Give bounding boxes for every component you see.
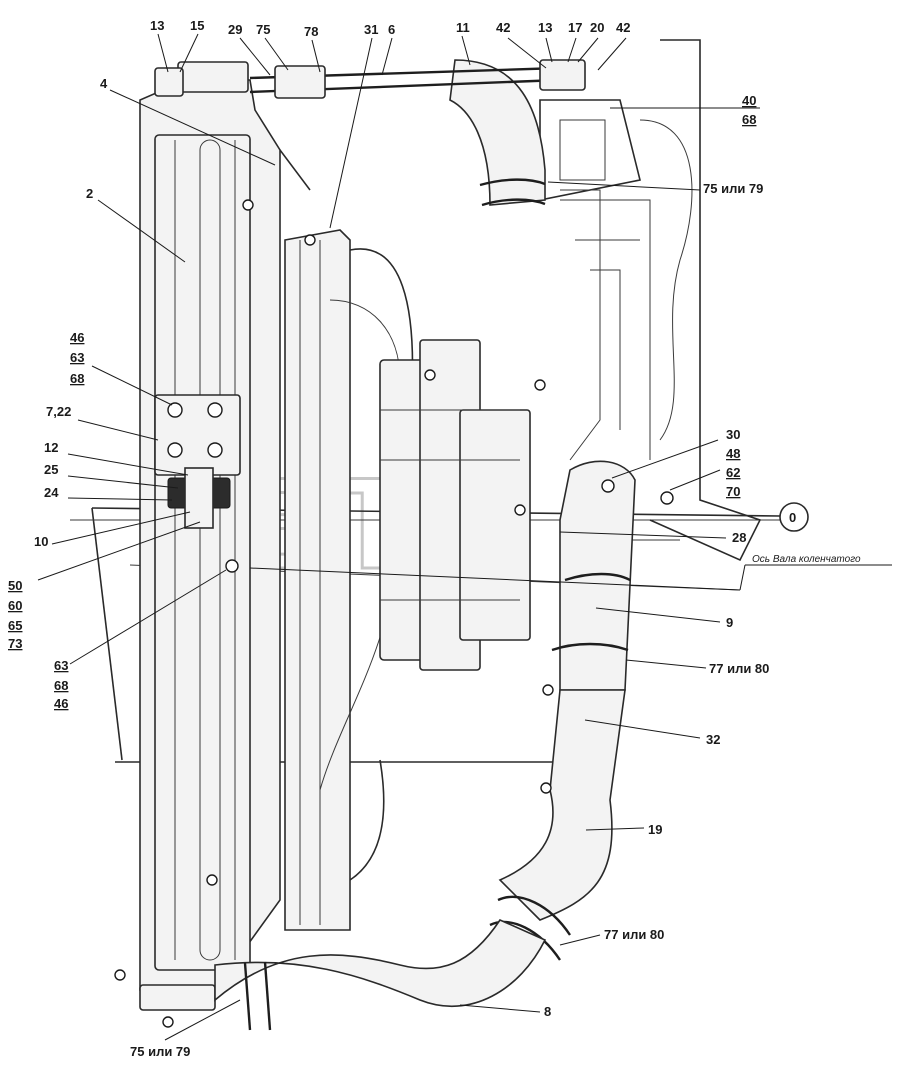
label-31: 31 [364, 22, 378, 37]
label-crankshaft-axis: Ось Вала коленчатого [752, 554, 861, 565]
label-46b: 46 [54, 696, 68, 711]
label-68c: 68 [54, 678, 68, 693]
label-32: 32 [706, 732, 720, 747]
label-48: 48 [726, 446, 740, 461]
label-60: 60 [8, 598, 22, 613]
label-77-or-80b: 77 или 80 [604, 927, 664, 942]
label-13a: 13 [150, 18, 164, 33]
label-9: 9 [726, 615, 733, 630]
label-42a: 42 [496, 20, 510, 35]
label-28: 28 [732, 530, 746, 545]
label-8: 8 [544, 1004, 551, 1019]
label-75-or-79a: 75 или 79 [703, 181, 763, 196]
label-24: 24 [44, 485, 59, 500]
label-77-or-80a: 77 или 80 [709, 661, 769, 676]
label-30: 30 [726, 427, 740, 442]
label-0: 0 [789, 510, 796, 525]
label-17: 17 [568, 20, 582, 35]
lower-hose-right [489, 460, 636, 961]
bolt-markers [114, 199, 674, 1028]
leader-lines [37, 33, 892, 1041]
part-labels: 13 15 29 75 78 31 6 11 42 13 17 20 42 4 … [8, 18, 861, 1059]
upper-hose [449, 59, 546, 207]
label-46a: 46 [70, 330, 84, 345]
label-6: 6 [388, 22, 395, 37]
label-19: 19 [648, 822, 662, 837]
datum-marker [779, 502, 809, 532]
label-68a: 68 [742, 112, 756, 127]
label-11: 11 [456, 20, 470, 35]
label-10: 10 [34, 534, 48, 549]
label-75-or-79b: 75 или 79 [130, 1044, 190, 1059]
label-75: 75 [256, 22, 270, 37]
engine-block [539, 39, 762, 562]
label-68b: 68 [70, 371, 84, 386]
label-4: 4 [100, 76, 108, 91]
label-63a: 63 [70, 350, 84, 365]
tie-rod [154, 59, 586, 99]
label-63b: 63 [54, 658, 68, 673]
label-13b: 13 [538, 20, 552, 35]
label-20: 20 [590, 20, 604, 35]
label-50: 50 [8, 578, 22, 593]
label-70: 70 [726, 484, 740, 499]
label-62: 62 [726, 465, 740, 480]
radiator [139, 61, 311, 1011]
bottom-pipe [214, 918, 547, 1031]
label-78: 78 [304, 24, 318, 39]
label-25: 25 [44, 462, 58, 477]
label-7-22: 7,22 [46, 404, 71, 419]
fan-hub [379, 339, 531, 671]
mount-bracket [154, 394, 241, 529]
label-29: 29 [228, 22, 242, 37]
label-65: 65 [8, 618, 22, 633]
label-73: 73 [8, 636, 22, 651]
label-15: 15 [190, 18, 204, 33]
label-12: 12 [44, 440, 58, 455]
label-2: 2 [86, 186, 93, 201]
label-40: 40 [742, 93, 756, 108]
label-42b: 42 [616, 20, 630, 35]
